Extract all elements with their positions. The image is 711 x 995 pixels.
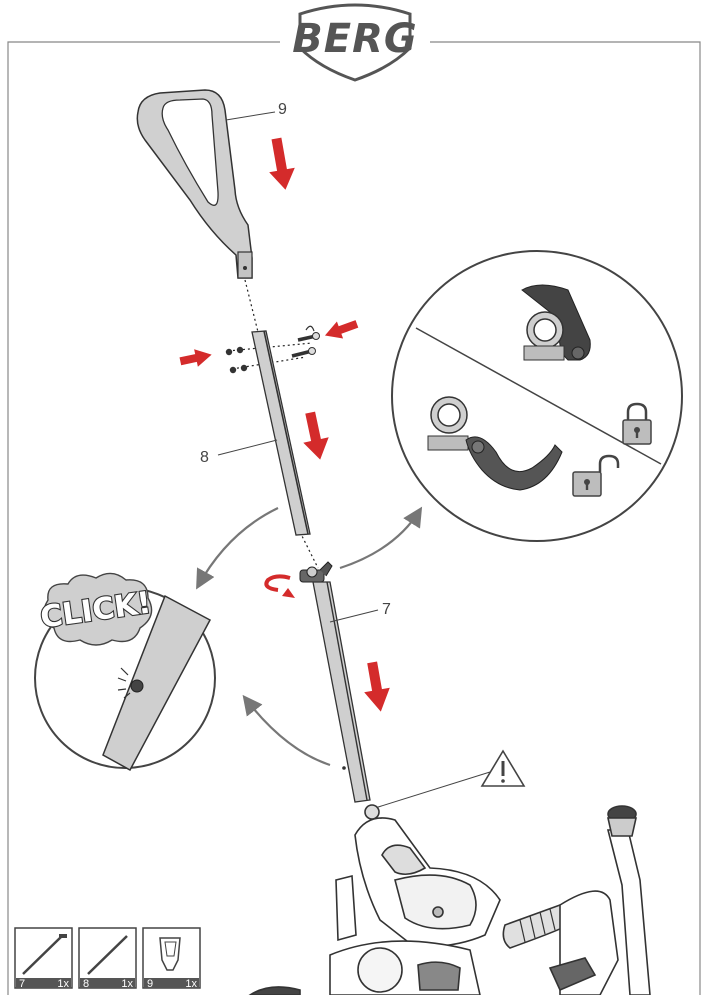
warning-triangle-icon <box>480 749 526 787</box>
legend-qty-7: 1x <box>57 978 69 990</box>
callout-label-8: 8 <box>200 449 209 466</box>
unlocked-padlock-icon <box>572 454 620 497</box>
callout-line-7 <box>329 609 379 623</box>
screws-and-nuts <box>225 325 320 374</box>
click-badge: CLICK! <box>37 572 154 646</box>
tricycle-base <box>248 804 651 995</box>
legend-part-number-9: 9 <box>147 978 153 990</box>
locked-clamp-illustration <box>521 284 591 361</box>
legend-part-number-8: 8 <box>83 978 89 990</box>
callout-line-9 <box>225 111 276 121</box>
red-arrow-icon <box>269 137 295 190</box>
locked-padlock-icon <box>622 402 652 445</box>
callout-line-8 <box>217 439 278 456</box>
gray-arrow-to-click-detail <box>196 507 279 590</box>
clamp-lock-detail-circle <box>391 250 683 542</box>
unlocked-clamp-illustration <box>427 396 563 491</box>
warning-callout-line <box>374 771 491 809</box>
red-arrow-icon <box>324 320 359 339</box>
tube-part-8 <box>251 330 311 536</box>
handle-part-9 <box>136 89 253 279</box>
callout-label-9: 9 <box>278 101 287 118</box>
parts-legend: 7 1x 8 1x 9 1x <box>14 927 201 990</box>
legend-part-number-7: 7 <box>19 978 25 990</box>
gray-arrow-to-clamp-detail <box>339 506 423 570</box>
frame-left <box>7 41 280 995</box>
red-arrow-icon <box>364 661 390 712</box>
gray-arrow-from-tube <box>242 694 331 767</box>
frame-right <box>430 41 701 995</box>
brand-logo: BERG <box>292 3 417 82</box>
tube-part-7 <box>312 581 371 803</box>
legend-box-part-9: 9 1x <box>142 927 201 990</box>
legend-box-part-7: 7 1x <box>14 927 73 990</box>
red-arrow-icon <box>303 411 329 460</box>
brand-name: BERG <box>292 16 417 62</box>
legend-qty-9: 1x <box>185 978 197 990</box>
callout-label-7: 7 <box>382 601 391 618</box>
red-arrow-icon <box>179 349 212 367</box>
alignment-lines <box>227 279 319 569</box>
quick-release-clamp <box>299 561 333 583</box>
rotation-arrow-icon <box>264 574 295 598</box>
legend-box-part-8: 8 1x <box>78 927 137 990</box>
legend-qty-8: 1x <box>121 978 133 990</box>
